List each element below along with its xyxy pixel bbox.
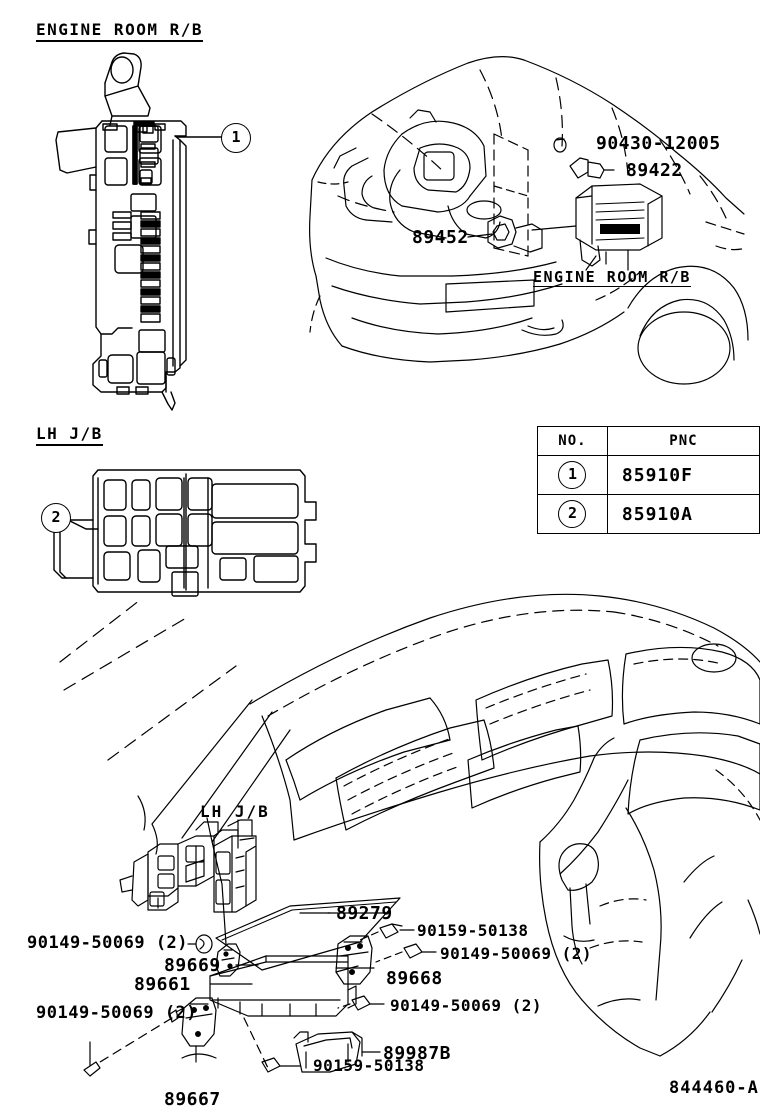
- column-header-pnc: PNC: [606, 426, 760, 456]
- label-89669: 89669: [164, 955, 221, 976]
- row-no-cell: 1: [537, 455, 608, 495]
- label-90149-50069-right-lower: 90149-50069 (2): [390, 996, 542, 1015]
- pnc-table: NO. PNC 1 85910F 2 85910A: [537, 426, 760, 534]
- label-90149-50069-lower-left: 90149-50069 (2): [36, 1003, 198, 1023]
- label-89987B: 89987B: [383, 1043, 452, 1064]
- drawing-code: 844460-A: [669, 1078, 759, 1098]
- row-no-cell: 2: [537, 494, 608, 534]
- row-pnc-cell: 85910A: [606, 494, 760, 534]
- table-header-row: NO. PNC: [537, 426, 760, 456]
- section-title-lh-jb: LH J/B: [36, 424, 103, 446]
- label-89661: 89661: [134, 974, 191, 995]
- table-row: 1 85910F: [537, 455, 760, 495]
- circled-number-1: 1: [558, 461, 587, 489]
- label-89667: 89667: [164, 1089, 221, 1110]
- fuse-box-outline: [55, 52, 187, 411]
- dashboard-outline: [59, 593, 760, 1077]
- label-90430-12005: 90430-12005: [596, 133, 721, 154]
- row-pnc-cell: 85910F: [606, 455, 760, 495]
- circled-number-2: 2: [558, 500, 587, 528]
- callout-bubble-1[interactable]: 1: [221, 123, 251, 153]
- label-89422: 89422: [626, 160, 683, 181]
- column-header-no: NO.: [537, 426, 608, 456]
- label-89668: 89668: [386, 968, 443, 989]
- junction-box-outline: [53, 469, 317, 597]
- label-90149-50069-upper-left: 90149-50069 (2): [27, 933, 189, 953]
- callout-bubble-2[interactable]: 2: [41, 503, 71, 533]
- section-title-engine-room-rb: ENGINE ROOM R/B: [36, 20, 203, 42]
- label-90159-50138-bottom: 90159-50138: [313, 1056, 425, 1075]
- label-90149-50069-right-upper: 90149-50069 (2): [440, 944, 592, 963]
- label-89279: 89279: [336, 903, 393, 924]
- label-engine-room-rb-module: ENGINE ROOM R/B: [533, 268, 691, 287]
- label-lh-jb-dash: LH J/B: [200, 802, 270, 821]
- label-89452: 89452: [412, 227, 469, 248]
- label-90159-50138-mid: 90159-50138: [417, 921, 529, 940]
- table-row: 2 85910A: [537, 494, 760, 534]
- vehicle-front-outline: [309, 56, 749, 385]
